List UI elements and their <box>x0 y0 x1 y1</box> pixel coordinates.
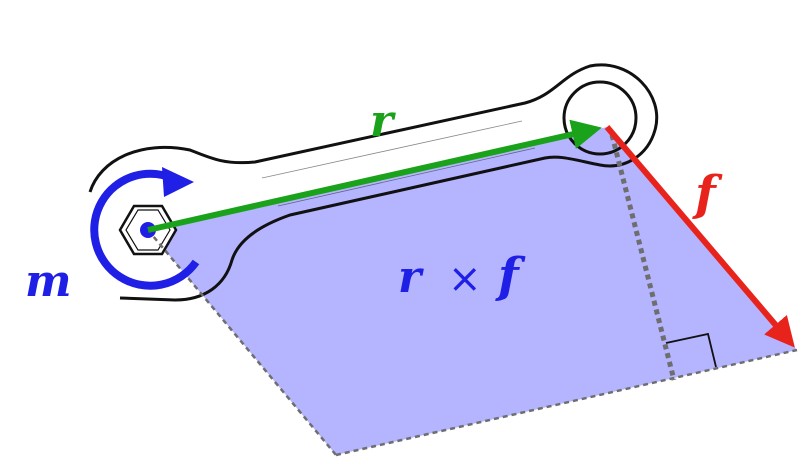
m-label: m <box>25 256 72 307</box>
cross-times-symbol: × <box>448 256 482 302</box>
f-vector-arrow <box>604 125 795 348</box>
r-label: r <box>370 96 396 147</box>
r-vector-arrow <box>147 119 602 233</box>
right-angle-mark-icon <box>665 332 717 368</box>
f-label: f <box>692 166 723 222</box>
cross-product-label: r × f <box>398 248 526 304</box>
cross-r-term: r <box>398 252 424 303</box>
parallelogram-dashed-edges <box>147 229 798 457</box>
moment-arrowhead <box>162 167 194 197</box>
height-dotted-line <box>609 134 677 381</box>
wrench-icon <box>88 63 659 302</box>
circular-arrow-icon <box>90 169 200 290</box>
